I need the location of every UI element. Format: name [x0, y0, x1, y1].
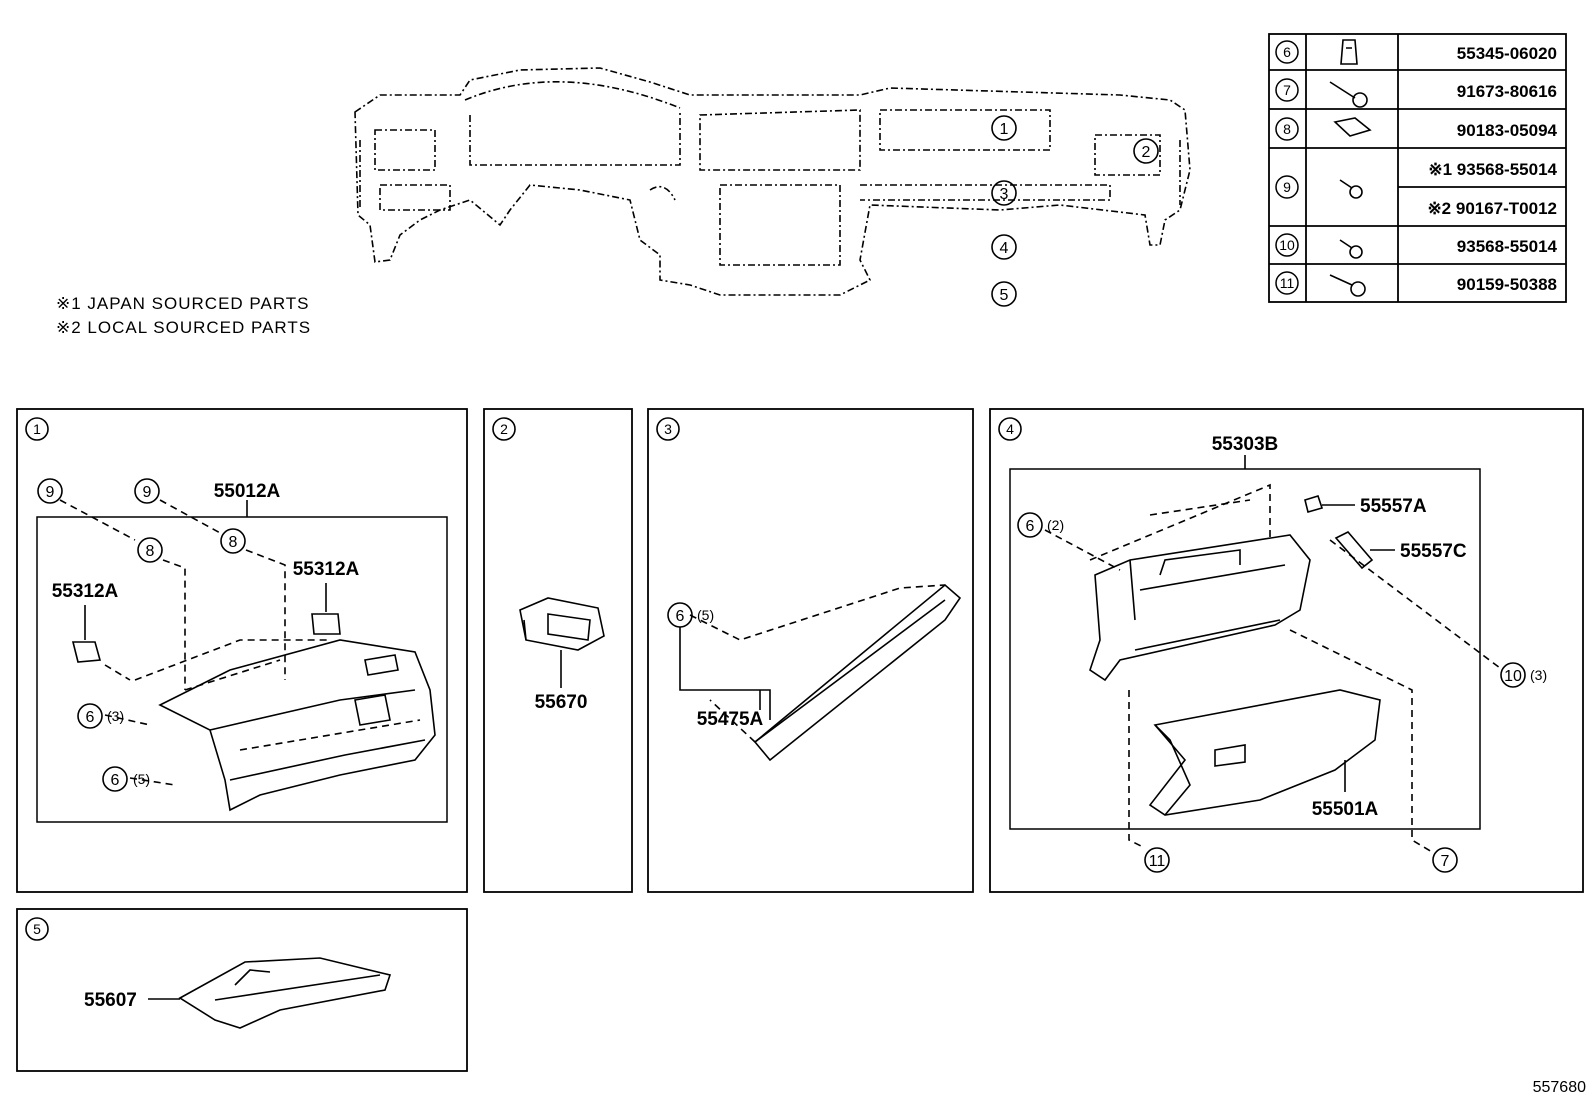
instrument-panel-overview [354, 67, 1191, 296]
table-ref: 11 [1280, 275, 1295, 291]
callout-9: 9 [46, 484, 55, 501]
panel-2-number: 2 [500, 421, 508, 437]
part-label-55607: 55607 [84, 990, 137, 1011]
part-label-55557A: 55557A [1360, 496, 1427, 517]
callout-10: 10 [1504, 668, 1522, 685]
part-label-55312A-left: 55312A [52, 581, 119, 602]
callout-6: 6 [111, 772, 120, 789]
callout-7: 7 [1441, 853, 1450, 870]
screw-icon [1329, 274, 1366, 297]
panel-2-frame [483, 408, 633, 893]
table-ref: 9 [1283, 179, 1291, 195]
damper-55557C [1334, 531, 1395, 570]
callout-6: 6 [1026, 518, 1035, 535]
fastener-table-grid [1268, 33, 1567, 303]
part-label-55557C: 55557C [1400, 541, 1467, 562]
callout-2: 2 [1142, 144, 1151, 161]
glove-box-door [1148, 689, 1381, 816]
table-ref: 10 [1279, 237, 1295, 253]
panel-4-number: 4 [1006, 421, 1014, 437]
part-label-55012A: 55012A [214, 481, 281, 502]
part-label-55501A: 55501A [1312, 799, 1379, 820]
glove-box-housing [1089, 534, 1311, 682]
callout-6: 6 [676, 608, 685, 625]
part-label-55312A-right: 55312A [293, 559, 360, 580]
callout-9: 9 [143, 484, 152, 501]
panel-5-frame [16, 908, 468, 1072]
panel-1-number: 1 [33, 421, 41, 437]
table-ref: 7 [1283, 82, 1291, 98]
part-label-55475A: 55475A [697, 709, 764, 730]
callout-8: 8 [229, 534, 238, 551]
part-label-55670: 55670 [535, 692, 588, 713]
panel-4-frame [989, 408, 1584, 893]
lower-finish-panel [158, 639, 436, 812]
diagram-code: 557680 [1533, 1079, 1586, 1096]
clip-icon [1340, 39, 1358, 65]
panel-5-number: 5 [33, 921, 41, 937]
screw-icon [1339, 179, 1363, 199]
finish-strip [753, 583, 962, 762]
screw-icon [1339, 239, 1363, 259]
quantity-label: (5) [133, 771, 150, 787]
table-part-number: 90183-05094 [1457, 121, 1558, 140]
table-ref: 8 [1283, 121, 1291, 137]
table-part-number: 90159-50388 [1457, 275, 1557, 294]
callout-4: 4 [1000, 240, 1009, 257]
callout-11: 11 [1149, 853, 1166, 870]
callout-3: 3 [1000, 186, 1009, 203]
clip-55312A-left [71, 605, 102, 663]
callout-5: 5 [1000, 287, 1009, 304]
note-japan-sourced: ※1 JAPAN SOURCED PARTS [56, 294, 310, 313]
panel-3-number: 3 [664, 421, 672, 437]
screw-icon [1329, 81, 1368, 108]
callout-1: 1 [1000, 121, 1009, 138]
register-vent [519, 597, 605, 651]
part-label-55303B: 55303B [1212, 434, 1279, 455]
quantity-label: (3) [1530, 667, 1547, 683]
note-local-sourced: ※2 LOCAL SOURCED PARTS [56, 318, 311, 337]
table-ref: 6 [1283, 44, 1291, 60]
nut-clip-icon [1333, 117, 1372, 137]
clip-55312A-right [311, 583, 341, 635]
quantity-label: (5) [697, 607, 714, 623]
table-part-number: 91673-80616 [1457, 82, 1557, 101]
panel-3-frame [647, 408, 974, 893]
lower-panel-55607 [178, 957, 392, 1029]
panel-1-frame [16, 408, 468, 893]
table-part-number: 55345-06020 [1457, 44, 1557, 63]
table-part-number: ※1 93568-55014 [1428, 160, 1557, 179]
callout-8: 8 [146, 543, 155, 560]
table-part-number: ※2 90167-T0012 [1427, 199, 1557, 218]
stopper-55557A [1304, 495, 1355, 513]
table-part-number: 93568-55014 [1457, 237, 1558, 256]
quantity-label: (2) [1047, 517, 1064, 533]
callout-6: 6 [86, 709, 95, 726]
quantity-label: (3) [107, 708, 124, 724]
